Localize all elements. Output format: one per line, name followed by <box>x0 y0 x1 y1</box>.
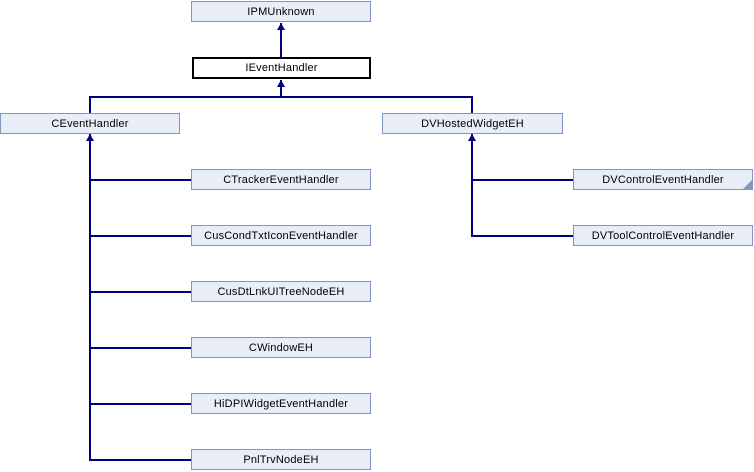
edge-branch-pnltrvnodeeh <box>89 459 191 461</box>
edge-branch-ctrackereventhandler <box>89 179 191 181</box>
class-label: CusCondTxtIconEventHandler <box>204 229 358 242</box>
class-label: DVHostedWidgetEH <box>421 117 524 130</box>
class-label: HiDPIWidgetEventHandler <box>213 397 349 410</box>
class-node-hidpiwidgeteventhandler[interactable]: HiDPIWidgetEventHandler <box>191 393 371 414</box>
class-label: IPMUnknown <box>247 5 315 18</box>
class-label: CTrackerEventHandler <box>223 173 339 186</box>
class-node-pnltrvnodeeh[interactable]: PnlTrvNodeEH <box>191 449 371 470</box>
edge-branch-cusdtlnkuitreenodeeh <box>89 291 191 293</box>
class-label: CusDtLnkUITreeNodeEH <box>217 285 345 298</box>
class-label: DVToolControlEventHandler <box>591 229 735 242</box>
class-node-cuscondtxticoneventhandler[interactable]: CusCondTxtIconEventHandler <box>191 225 371 246</box>
edge-branch-dvcontroleventhandler <box>471 179 573 181</box>
edge-down-to-ceventhandler <box>89 97 91 113</box>
edge-branch-cwindoweh <box>89 347 191 349</box>
class-node-dvcontroleventhandler[interactable]: DVControlEventHandler <box>573 169 753 190</box>
inheritance-arrow-ipmunknown <box>277 23 285 30</box>
class-label: IEventHandler <box>245 62 318 74</box>
class-label: DVControlEventHandler <box>602 173 724 186</box>
class-node-ieventhandler-current: IEventHandler <box>192 57 371 79</box>
class-label: CEventHandler <box>51 117 129 130</box>
edge-branch-cuscondtxticoneventhandler <box>89 235 191 237</box>
class-node-ceventhandler[interactable]: CEventHandler <box>0 113 180 134</box>
edge-ceventhandler-trunk <box>89 134 91 461</box>
class-node-dvtoolcontroleventhandler[interactable]: DVToolControlEventHandler <box>573 225 753 246</box>
inheritance-arrow-ieventhandler <box>277 80 285 87</box>
class-node-ipmunknown[interactable]: IPMUnknown <box>191 1 371 22</box>
edge-branch-hidpiwidgeteventhandler <box>89 403 191 405</box>
more-derived-corner-indicator <box>743 180 752 189</box>
edge-ieventhandler-to-ipmunknown-line <box>280 23 282 57</box>
class-label: PnlTrvNodeEH <box>243 453 319 466</box>
edge-ieventhandler-children-hline <box>89 96 473 98</box>
edge-down-to-dvhostedwidgeteh <box>471 97 473 113</box>
class-label: CWindowEH <box>248 341 314 354</box>
class-node-ctrackereventhandler[interactable]: CTrackerEventHandler <box>191 169 371 190</box>
edge-branch-dvtoolcontroleventhandler <box>471 235 573 237</box>
edge-split-to-ieventhandler-line <box>280 80 282 97</box>
class-node-cusdtlnkuitreenodeeh[interactable]: CusDtLnkUITreeNodeEH <box>191 281 371 302</box>
edge-dvhostedwidgeteh-trunk <box>471 134 473 237</box>
class-node-cwindoweh[interactable]: CWindowEH <box>191 337 371 358</box>
class-node-dvhostedwidgeteh[interactable]: DVHostedWidgetEH <box>382 113 563 134</box>
